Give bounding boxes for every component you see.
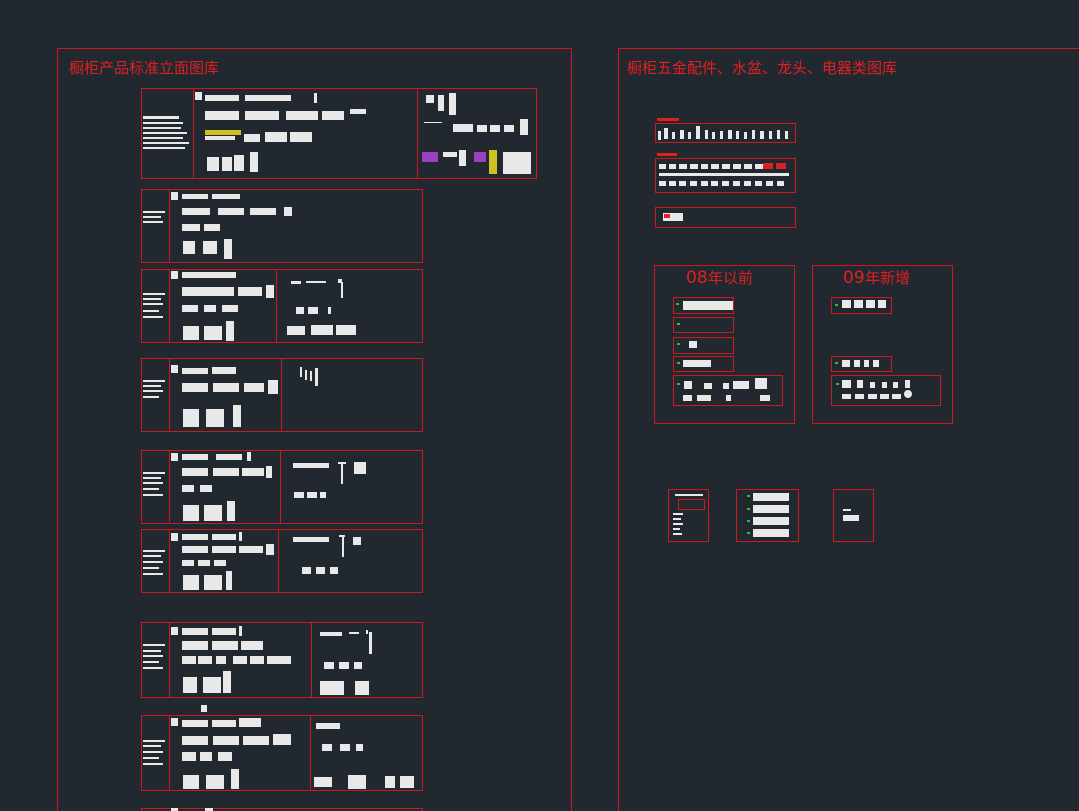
cabinet-sheet-6[interactable] xyxy=(141,529,423,593)
small-sheet-c[interactable] xyxy=(833,489,874,542)
left-panel-title: 橱柜产品标准立面图库 xyxy=(69,59,219,77)
hardware-sheet-3[interactable] xyxy=(655,207,796,228)
cabinet-sheet-8[interactable] xyxy=(141,705,423,791)
right-panel-frame xyxy=(618,48,1079,811)
cabinet-sheet-4[interactable] xyxy=(141,358,423,432)
group-08-sheet[interactable]: 08 年以前 xyxy=(654,265,795,424)
small-sheet-b[interactable] xyxy=(736,489,799,542)
group-08-number: 08 xyxy=(686,268,708,288)
group-09-sheet[interactable]: 09 年新增 xyxy=(812,265,953,424)
cabinet-sheet-7[interactable] xyxy=(141,622,423,698)
cabinet-sheet-9[interactable] xyxy=(141,808,423,811)
cabinet-sheet-1[interactable] xyxy=(141,88,537,179)
right-library-panel: 橱柜五金配件、水盆、龙头、电器类图库 xyxy=(618,48,1079,811)
small-sheet-a[interactable] xyxy=(668,489,709,542)
cabinet-sheet-5[interactable] xyxy=(141,450,423,524)
group-09-label: 年新增 xyxy=(865,269,910,287)
hardware-sheet-2[interactable] xyxy=(655,153,796,193)
left-library-panel: 橱柜产品标准立面图库 xyxy=(57,48,572,811)
left-panel-frame xyxy=(57,48,572,811)
cabinet-sheet-2[interactable] xyxy=(141,189,423,263)
hardware-sheet-1[interactable] xyxy=(655,118,796,143)
right-panel-title: 橱柜五金配件、水盆、龙头、电器类图库 xyxy=(627,59,897,77)
group-08-label: 年以前 xyxy=(708,269,753,287)
group-09-number: 09 xyxy=(843,268,865,288)
cabinet-sheet-3[interactable] xyxy=(141,269,423,343)
